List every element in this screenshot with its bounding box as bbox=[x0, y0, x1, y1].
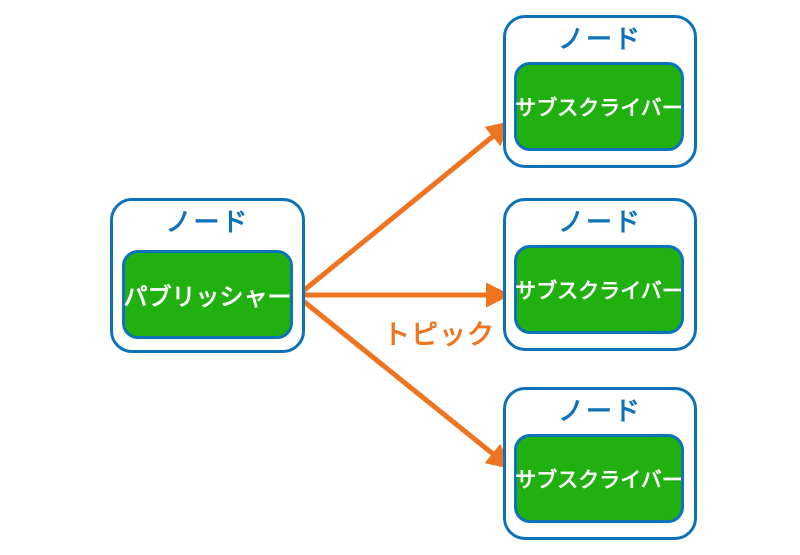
publisher-node-title: ノード bbox=[165, 208, 250, 238]
subscriber-label-1: サブスクライバー bbox=[515, 95, 683, 120]
publisher-box: パブリッシャー bbox=[122, 250, 293, 339]
subscriber-node-2-title: ノード bbox=[557, 208, 642, 238]
subscriber-label-3: サブスクライバー bbox=[515, 467, 683, 492]
publisher-node: ノード パブリッシャー bbox=[110, 198, 305, 353]
subscriber-node-1: ノード サブスクライバー bbox=[503, 15, 697, 168]
subscriber-box-3: サブスクライバー bbox=[514, 434, 684, 523]
subscriber-box-2: サブスクライバー bbox=[514, 245, 684, 334]
subscriber-box-1: サブスクライバー bbox=[514, 62, 684, 151]
subscriber-node-1-title: ノード bbox=[557, 25, 642, 55]
subscriber-node-3-title: ノード bbox=[557, 397, 642, 427]
topic-arrow-to-subscriber-1 bbox=[295, 120, 512, 298]
publisher-label: パブリッシャー bbox=[123, 283, 292, 311]
subscriber-node-2: ノード サブスクライバー bbox=[503, 198, 697, 351]
subscriber-node-3: ノード サブスクライバー bbox=[503, 387, 697, 540]
subscriber-label-2: サブスクライバー bbox=[515, 278, 683, 303]
topic-label: トピック bbox=[383, 320, 495, 351]
